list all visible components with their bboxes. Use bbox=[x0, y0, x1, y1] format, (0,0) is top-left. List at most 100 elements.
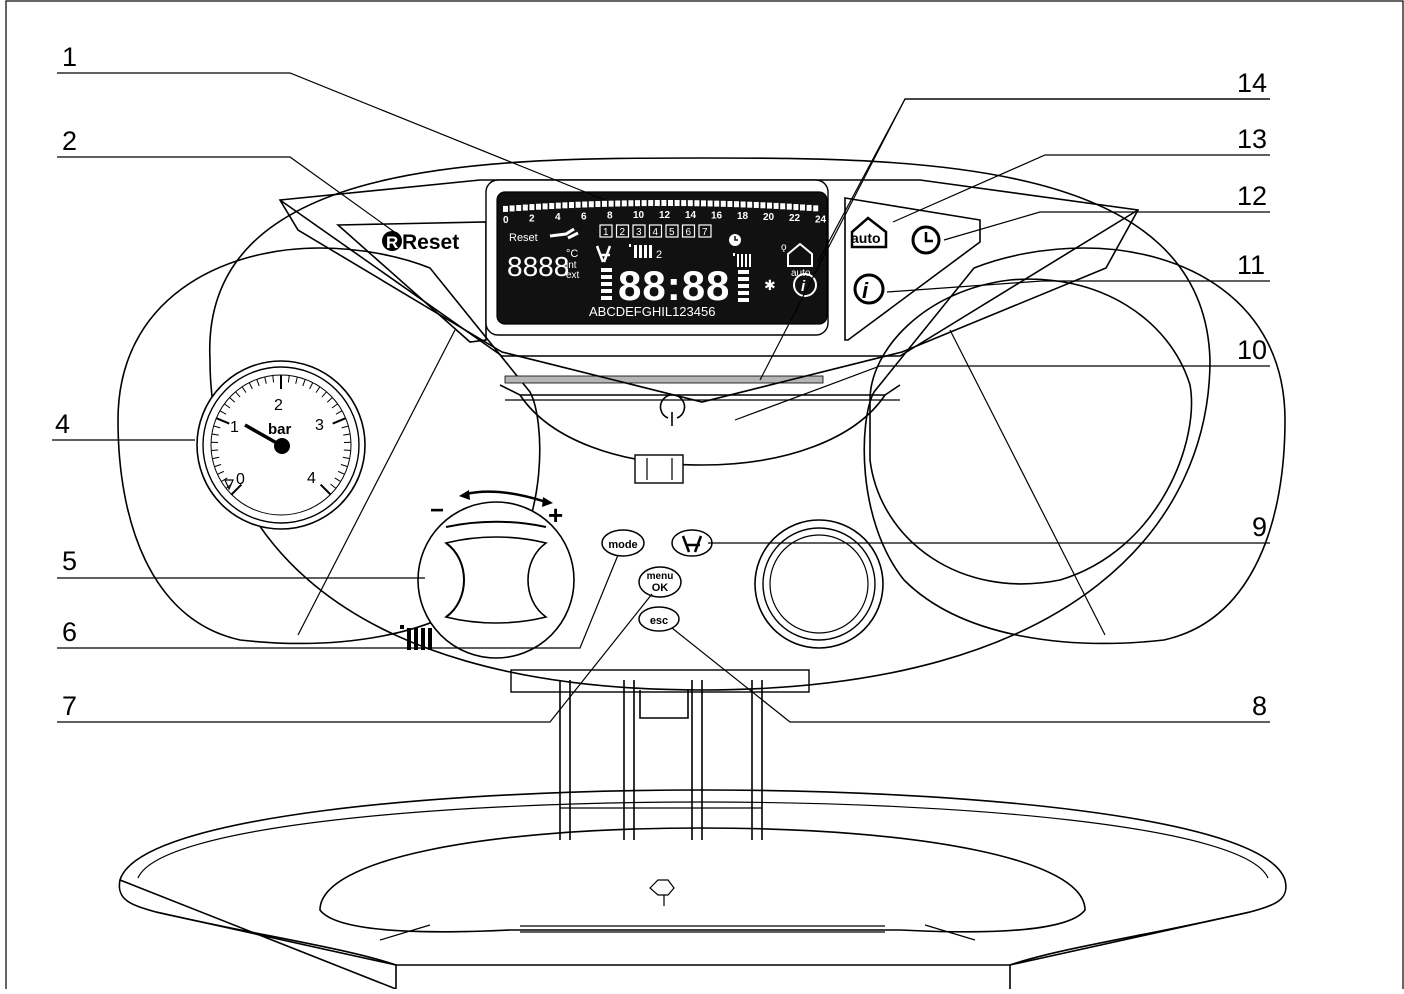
lcd-hour-segment bbox=[595, 201, 600, 207]
lcd-day-label: 5 bbox=[669, 227, 675, 238]
lcd-hour-segment bbox=[589, 201, 594, 207]
lcd-hour-label: 6 bbox=[581, 211, 587, 222]
lcd-hour-segment bbox=[767, 203, 772, 209]
lcd-hour-segment bbox=[503, 206, 508, 212]
lcd-hour-segment bbox=[576, 202, 581, 208]
lcd-hour-segment bbox=[556, 203, 561, 209]
lcd-hour-segment bbox=[628, 200, 633, 206]
callout-9: 9 bbox=[1252, 512, 1267, 542]
info-icon bbox=[855, 275, 883, 303]
lcd-sun-icon: ✱ bbox=[764, 277, 776, 293]
lcd-hour-segment bbox=[635, 200, 640, 206]
dhw-knob[interactable] bbox=[755, 520, 883, 648]
lcd-hour-segment bbox=[523, 205, 528, 211]
lcd-hour-segment bbox=[543, 203, 548, 209]
lcd-hour-label: 20 bbox=[763, 212, 775, 223]
ok-label: OK bbox=[652, 582, 669, 594]
esc-label: esc bbox=[650, 615, 668, 627]
lcd-hour-segment bbox=[569, 202, 574, 208]
svg-text:R: R bbox=[386, 233, 398, 252]
lcd-small-digits: 8888 bbox=[507, 251, 569, 282]
lcd-hour-segment bbox=[793, 204, 798, 210]
callout-13: 13 bbox=[1237, 124, 1267, 154]
lcd-day-label: 2 bbox=[620, 227, 626, 238]
callout-5: 5 bbox=[62, 546, 77, 576]
lcd-hour-segment bbox=[741, 201, 746, 207]
lcd-reset-text: Reset bbox=[509, 232, 538, 244]
lcd-hour-segment bbox=[582, 201, 587, 207]
lcd-hour-label: 24 bbox=[815, 215, 827, 226]
auto-label: auto bbox=[851, 230, 881, 246]
callout-12: 12 bbox=[1237, 181, 1267, 211]
lcd-day-label: 6 bbox=[686, 227, 692, 238]
heating-radiator-icon bbox=[400, 625, 432, 650]
lcd-main-digits: 88:88 bbox=[618, 262, 730, 309]
callout-4: 4 bbox=[55, 409, 70, 439]
lcd-hour-segment bbox=[536, 204, 541, 210]
lcd-hour-label: 0 bbox=[503, 215, 509, 226]
lcd-hour-segment bbox=[800, 204, 805, 210]
chimney-sweep-button[interactable] bbox=[672, 530, 712, 556]
lcd-hour-segment bbox=[787, 204, 792, 210]
lcd-hour-segment bbox=[807, 205, 812, 211]
lcd-day-label: 1 bbox=[603, 227, 609, 238]
callout-6: 6 bbox=[62, 617, 77, 647]
callout-11: 11 bbox=[1237, 250, 1265, 280]
callout-10: 10 bbox=[1237, 335, 1267, 365]
lcd-alpha-line: ABCDEFGHIL123456 bbox=[589, 304, 715, 319]
lcd-hour-segment bbox=[510, 205, 515, 211]
lcd-hour-segment bbox=[780, 203, 785, 209]
lcd-hour-label: 8 bbox=[607, 211, 613, 222]
callout-2: 2 bbox=[62, 126, 77, 156]
heating-knob[interactable]: − + bbox=[400, 490, 574, 658]
menu-label: menu bbox=[647, 571, 674, 582]
gauge-unit: bar bbox=[268, 421, 292, 438]
clock-button[interactable] bbox=[913, 227, 939, 253]
lcd-hour-segment bbox=[661, 200, 666, 206]
lcd-hour-segment bbox=[609, 201, 614, 207]
lcd-hour-segment bbox=[602, 201, 607, 207]
lcd-hour-segment bbox=[516, 205, 521, 211]
lcd-hour-segment bbox=[714, 201, 719, 207]
lcd-hour-segment bbox=[774, 203, 779, 209]
lcd-hour-segment bbox=[813, 205, 818, 211]
lcd-hour-label: 22 bbox=[789, 213, 801, 224]
mode-button[interactable]: mode bbox=[602, 530, 644, 556]
lcd-hour-segment bbox=[549, 203, 554, 209]
lcd-hour-segment bbox=[622, 200, 627, 206]
svg-text:i: i bbox=[862, 278, 869, 303]
reset-label-group[interactable]: R Reset bbox=[382, 231, 459, 254]
lcd-hour-label: 4 bbox=[555, 212, 561, 223]
lcd-hour-segment bbox=[655, 200, 660, 206]
lcd-hour-segment bbox=[529, 204, 534, 210]
status-bar bbox=[505, 376, 823, 383]
lcd-hour-label: 16 bbox=[711, 210, 723, 221]
lcd-hour-segment bbox=[675, 200, 680, 206]
callout-14: 14 bbox=[1237, 68, 1267, 98]
plus-label: + bbox=[548, 500, 563, 530]
gauge-tick-1: 1 bbox=[230, 419, 239, 436]
lcd-hour-segment bbox=[681, 200, 686, 206]
lcd-hour-segment bbox=[734, 201, 739, 207]
esc-button[interactable]: esc bbox=[639, 607, 679, 631]
lcd-hour-label: 12 bbox=[659, 210, 671, 221]
pressure-gauge: bar 0 1 2 3 4 bbox=[197, 361, 365, 529]
lcd-unit-ext: ext bbox=[566, 270, 580, 281]
info-button[interactable]: i bbox=[855, 275, 883, 303]
lcd-hour-segment bbox=[694, 200, 699, 206]
lcd-hour-segment bbox=[615, 201, 620, 207]
lcd-hour-segment bbox=[721, 201, 726, 207]
auto-button[interactable]: auto bbox=[851, 218, 886, 247]
lcd-hour-label: 2 bbox=[529, 213, 535, 224]
lcd-hour-segment bbox=[668, 200, 673, 206]
lcd-zone-index: 2 bbox=[656, 249, 662, 261]
gauge-tick-3: 3 bbox=[315, 417, 324, 434]
lcd-hour-segment bbox=[760, 202, 765, 208]
lcd-hour-label: 18 bbox=[737, 211, 749, 222]
lcd-hour-label: 14 bbox=[685, 210, 697, 221]
menu-ok-button[interactable]: menu OK bbox=[639, 567, 681, 597]
lcd-hour-segment bbox=[642, 200, 647, 206]
